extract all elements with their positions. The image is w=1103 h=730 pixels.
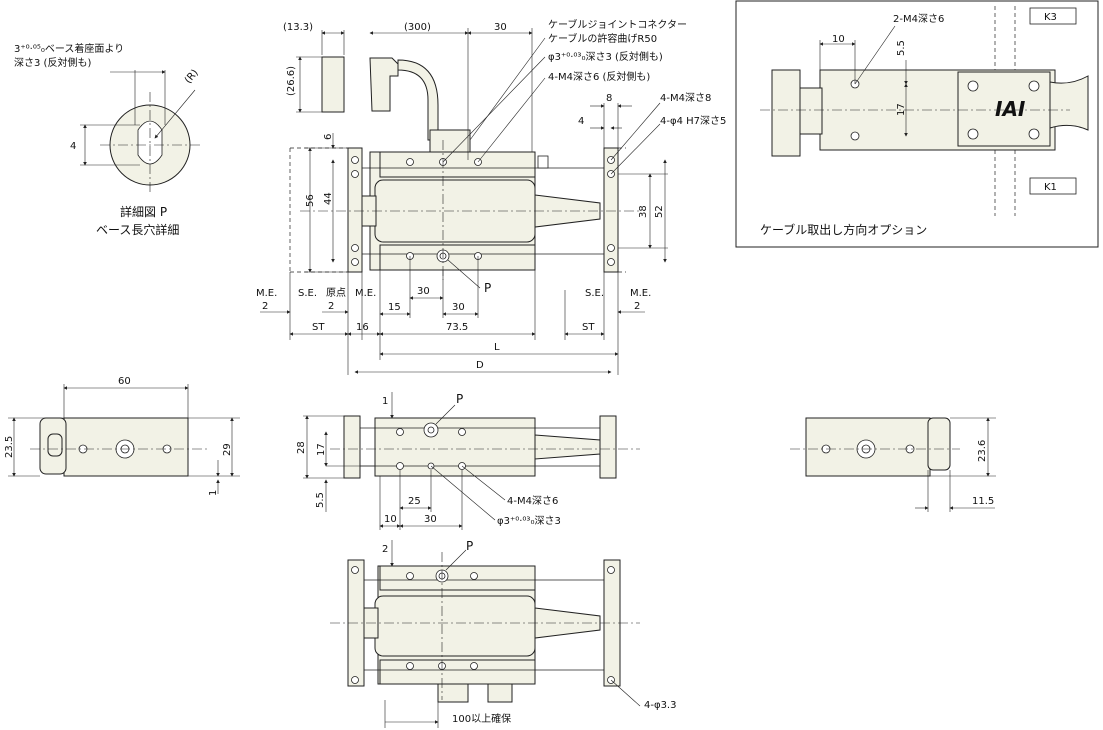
se-right: S.E. bbox=[585, 288, 604, 299]
m4-note-6: 4-M4深さ6 (反対側も) bbox=[548, 70, 650, 83]
p-label-bottom: P bbox=[466, 539, 473, 553]
dim-30-top: 30 bbox=[494, 22, 507, 33]
right-dim-11-5: 11.5 bbox=[972, 496, 994, 507]
option-dim-5-5: 5.5 bbox=[896, 40, 907, 56]
m4-note-8: 4-M4深さ8 bbox=[660, 92, 711, 104]
option-dim-10: 10 bbox=[832, 34, 845, 45]
dim-D: D bbox=[476, 360, 484, 371]
dim-6: 6 bbox=[323, 134, 334, 140]
front-dim-10: 10 bbox=[384, 514, 397, 525]
connector-socket bbox=[369, 57, 399, 112]
st-right: ST bbox=[582, 322, 595, 333]
front-phi3-note: φ3⁺⁰·⁰³₀深さ3 bbox=[497, 515, 561, 527]
front-dim-17: 17 bbox=[316, 443, 327, 456]
detail-radius-label: (R) bbox=[183, 67, 201, 85]
front-m4-note: 4-M4深さ6 bbox=[507, 495, 558, 507]
dim-2a: 2 bbox=[262, 301, 268, 312]
front-view: 1 P 28 17 5.5 25 10 30 4-M4深さ6 φ3⁺⁰·⁰³₀深… bbox=[296, 392, 640, 530]
bottom-view: 2 P 4-φ3.3 100以上確保 bbox=[330, 539, 676, 728]
detail-subtitle: ベース長穴詳細 bbox=[96, 222, 179, 237]
phi4-note: 4-φ4 H7深さ5 bbox=[660, 115, 726, 127]
cable-bellows bbox=[534, 194, 601, 228]
front-view-right-plate bbox=[599, 415, 617, 479]
top-view: (13.3) (300) 30 (26.6) ケーブルジョイントコネクター ケー… bbox=[256, 18, 726, 375]
dim-52: 52 bbox=[654, 205, 665, 218]
dim-56: 56 bbox=[305, 194, 316, 207]
upper-block bbox=[379, 151, 536, 178]
origin-label: 原点 bbox=[326, 287, 346, 299]
left-dim-29: 29 bbox=[222, 443, 233, 456]
front-bellows bbox=[534, 434, 601, 460]
front-dim-5-5: 5.5 bbox=[315, 492, 326, 508]
dim-L: L bbox=[494, 342, 500, 353]
dim-2c: 2 bbox=[634, 301, 640, 312]
phi3-note: φ3⁺⁰·⁰³₀深さ3 (反対側も) bbox=[548, 50, 663, 63]
right-side-view: 23.6 11.5 bbox=[790, 417, 996, 512]
dim-8: 8 bbox=[606, 93, 612, 104]
cable-note-1: ケーブルジョイントコネクター bbox=[548, 18, 687, 31]
bottom-dim-2: 2 bbox=[382, 544, 388, 555]
dim-30a: 30 bbox=[417, 286, 430, 297]
cable-direction-option: K3 K1 IAI 10 2-M4深さ6 5.5 17 ケーブル取出し方向オプシ… bbox=[735, 0, 1099, 248]
st-left: ST bbox=[312, 322, 325, 333]
option-dim-17: 17 bbox=[896, 103, 907, 116]
left-side-view: 60 23.5 29 1 bbox=[4, 376, 240, 496]
left-end-plate bbox=[347, 147, 363, 273]
detail-note-line1: 3⁺⁰·⁰⁵₀ベース着座面より bbox=[14, 42, 124, 55]
k3-tag bbox=[1029, 7, 1077, 25]
top-holes bbox=[351, 156, 615, 266]
option-caption: ケーブル取出し方向オプション bbox=[760, 222, 927, 237]
detail-p-view: 4 (R) 3⁺⁰·⁰⁵₀ベース着座面より 深さ3 (反対側も) 詳細図 P ベ… bbox=[14, 42, 201, 237]
se-left: S.E. bbox=[298, 288, 317, 299]
option-m4-note: 2-M4深さ6 bbox=[893, 13, 944, 25]
p-label-top: P bbox=[484, 281, 491, 295]
bottom-phi3-3: 4-φ3.3 bbox=[644, 700, 676, 711]
right-end-plate bbox=[603, 147, 619, 273]
cable-bend bbox=[397, 59, 439, 141]
front-dim-30: 30 bbox=[424, 514, 437, 525]
dim-2b: 2 bbox=[328, 301, 334, 312]
dim-16: 16 bbox=[356, 322, 369, 333]
dim-26-6: (26.6) bbox=[286, 66, 297, 96]
me-right: M.E. bbox=[630, 288, 651, 299]
right-dim-23-6: 23.6 bbox=[977, 440, 988, 462]
front-dim-25: 25 bbox=[408, 496, 421, 507]
cable-strain-relief bbox=[429, 129, 471, 153]
connector-plug bbox=[321, 56, 345, 113]
p-label-front: P bbox=[456, 392, 463, 406]
front-dim-28: 28 bbox=[296, 441, 307, 454]
option-logo: IAI bbox=[995, 97, 1026, 121]
me-mid: M.E. bbox=[355, 288, 376, 299]
dim-15: 15 bbox=[388, 302, 401, 313]
left-dim-23-5: 23.5 bbox=[4, 436, 15, 458]
front-dim-1: 1 bbox=[382, 396, 388, 407]
dim-30b: 30 bbox=[452, 302, 465, 313]
k1-label: K1 bbox=[1044, 182, 1057, 193]
dim-44: 44 bbox=[323, 192, 334, 205]
front-view-left-plate bbox=[343, 415, 361, 479]
left-dim-60: 60 bbox=[118, 376, 131, 387]
dim-300: (300) bbox=[404, 22, 431, 33]
me-left: M.E. bbox=[256, 288, 277, 299]
dim-73-5: 73.5 bbox=[446, 322, 468, 333]
dim-38: 38 bbox=[638, 205, 649, 218]
detail-title: 詳細図 P bbox=[120, 204, 167, 219]
cable-note-2: ケーブルの許容曲げR50 bbox=[548, 32, 657, 45]
dim-4-small: 4 bbox=[578, 116, 584, 127]
detail-depth-label: 4 bbox=[70, 141, 76, 152]
bottom-clearance: 100以上確保 bbox=[452, 712, 511, 725]
dim-13-3: (13.3) bbox=[283, 22, 313, 33]
lower-block bbox=[379, 244, 536, 271]
k3-label: K3 bbox=[1044, 12, 1057, 23]
left-dim-1: 1 bbox=[208, 490, 219, 496]
detail-note-line2: 深さ3 (反対側も) bbox=[14, 56, 91, 69]
k1-tag bbox=[1029, 177, 1077, 195]
